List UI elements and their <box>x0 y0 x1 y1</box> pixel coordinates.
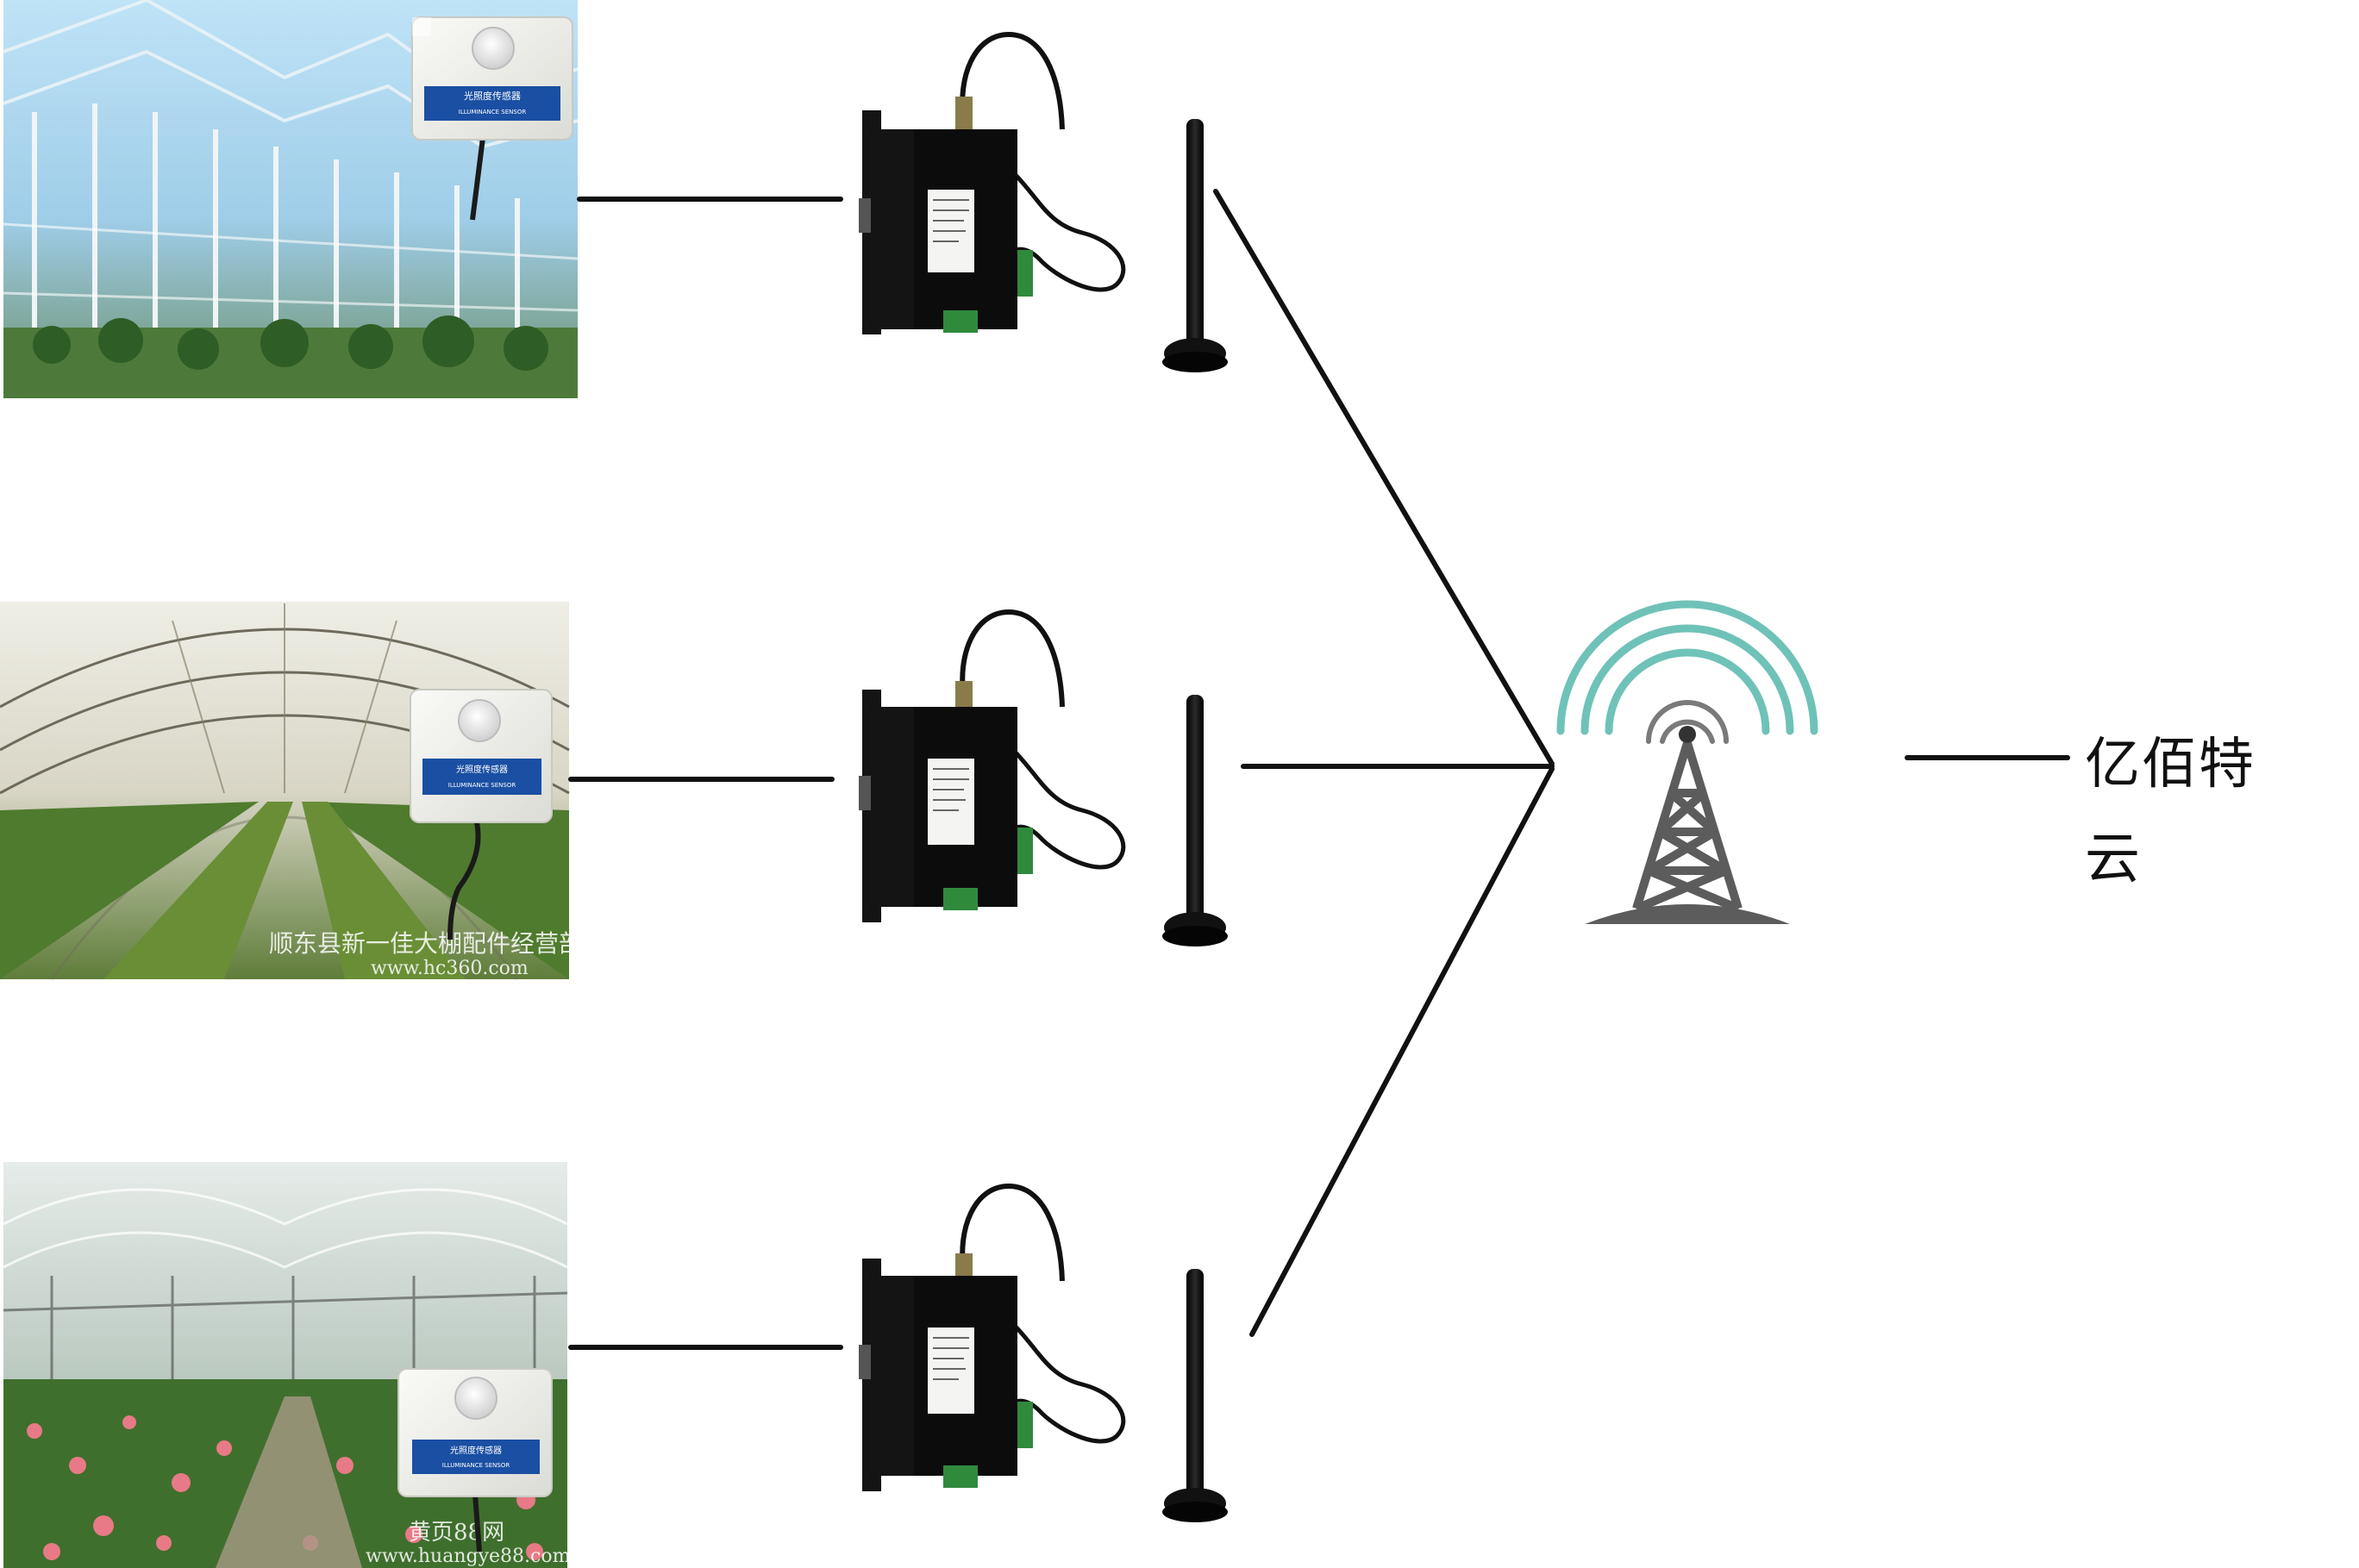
sensor-subtitle: ILLUMINANCE SENSOR <box>459 109 527 116</box>
link-antenna-3-to-tower <box>1249 766 1555 1337</box>
dtu-gateway-icon <box>859 609 1126 922</box>
antenna-icon <box>1162 695 1228 946</box>
dtu-device-1 <box>859 31 1228 372</box>
illuminance-sensor-icon: 光照度传感器 ILLUMINANCE SENSOR <box>397 1368 553 1552</box>
dtu-device-3 <box>859 1183 1228 1522</box>
sensor-title: 光照度传感器 <box>456 764 508 775</box>
connection-lines <box>568 189 2070 1350</box>
photo-2-watermark-text: 顺东县新一佳大棚配件经营部 <box>269 929 583 958</box>
sensor-subtitle: ILLUMINANCE SENSOR <box>442 1462 510 1469</box>
sensor-title: 光照度传感器 <box>464 90 521 102</box>
antenna-icon <box>1162 119 1228 372</box>
photo-2-watermark-url: www.hc360.com <box>371 958 529 979</box>
dtu-gateway-icon <box>859 31 1126 334</box>
greenhouse-photo-3: 黄页88网 www.huangye88.com 光照度传感器 ILLUMINAN… <box>3 1162 571 1568</box>
dtu-device-2 <box>859 609 1228 946</box>
sensor-subtitle: ILLUMINANCE SENSOR <box>448 782 516 789</box>
antenna-icon <box>1162 1269 1228 1522</box>
greenhouse-photo-1: 光照度传感器 ILLUMINANCE SENSOR <box>3 0 579 398</box>
photo-3-watermark-text: 黄页88网 <box>409 1520 504 1546</box>
sensor-title: 光照度传感器 <box>450 1445 502 1456</box>
cloud-label-container: 亿佰特云 <box>2085 733 2256 891</box>
dtu-gateway-icon <box>859 1183 1126 1491</box>
illuminance-sensor-icon: 光照度传感器 ILLUMINANCE SENSOR <box>411 16 573 221</box>
illuminance-sensor-icon: 光照度传感器 ILLUMINANCE SENSOR <box>410 689 553 940</box>
greenhouse-photo-2: 顺东县新一佳大棚配件经营部 www.hc360.com 光照度传感器 ILLUM… <box>0 602 583 980</box>
link-antenna-1-to-tower <box>1213 189 1555 766</box>
photo-3-watermark-url: www.huangye88.com <box>366 1546 571 1567</box>
cloud-platform-label: 亿佰特云 <box>2085 733 2256 891</box>
signal-tower-icon <box>1556 600 1818 924</box>
